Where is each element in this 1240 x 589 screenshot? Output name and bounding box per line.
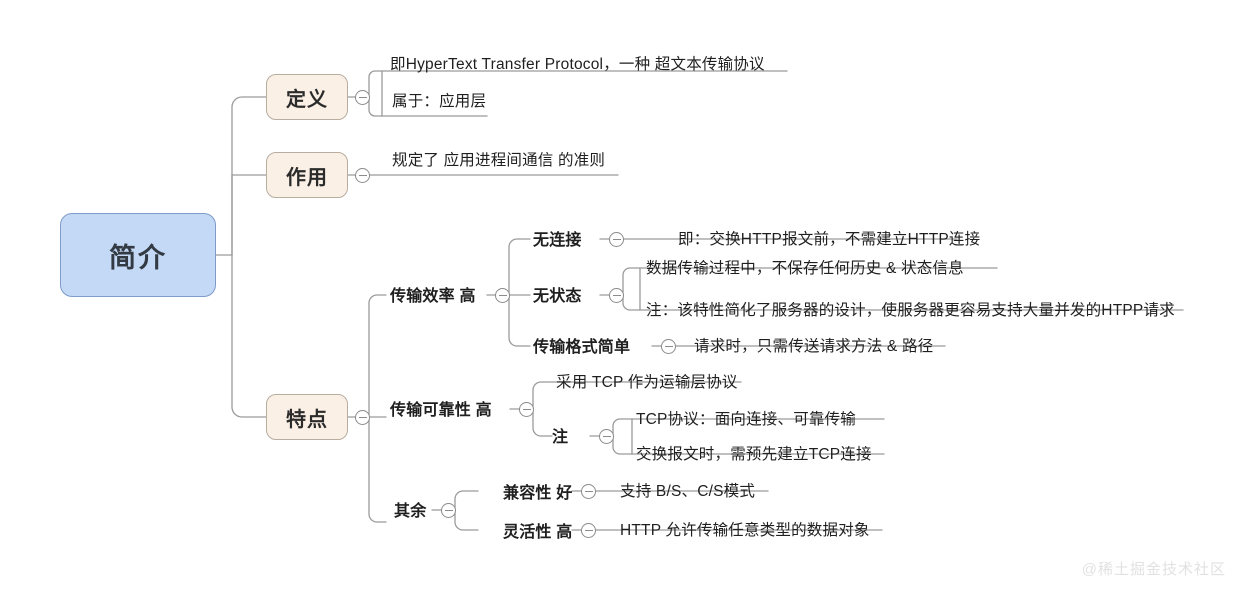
group-label-efficiency[interactable]: 传输效率 高 [390, 288, 476, 305]
branch-node-definition-label: 定义 [286, 88, 328, 111]
subnode-label-stateless[interactable]: 无状态 [533, 288, 582, 305]
branch-node-features-label: 特点 [286, 408, 328, 431]
leaf-no-connection-1[interactable]: 即：交换HTTP报文前，不需建立HTTP连接 [678, 231, 981, 248]
leaf-note-reliability-1[interactable]: TCP协议：面向连接、可靠传输 [636, 411, 857, 428]
toggle-definition[interactable] [355, 89, 370, 105]
toggle-simple-format[interactable] [661, 338, 676, 354]
toggle-features[interactable] [355, 409, 370, 425]
toggle-others[interactable] [441, 502, 456, 518]
watermark: @稀土掘金技术社区 [1081, 561, 1226, 578]
toggle-compatibility[interactable] [581, 483, 596, 499]
group-label-reliability[interactable]: 传输可靠性 高 [390, 402, 492, 419]
subnode-label-simple-format[interactable]: 传输格式简单 [533, 339, 631, 356]
branch-node-features[interactable]: 特点 [266, 394, 348, 440]
leaf-compatibility-1[interactable]: 支持 B/S、C/S模式 [620, 483, 756, 500]
toggle-reliability[interactable] [519, 401, 534, 417]
leaf-simple-format-1[interactable]: 请求时，只需传送请求方法 & 路径 [694, 338, 934, 355]
leaf-stateless-2[interactable]: 注：该特性简化了服务器的设计，使服务器更容易支持大量并发的HTPP请求 [646, 302, 1175, 319]
toggle-no-connection[interactable] [609, 231, 624, 247]
subnode-label-no-connection[interactable]: 无连接 [533, 232, 582, 249]
subnode-label-compatibility[interactable]: 兼容性 好 [503, 485, 573, 502]
root-node-label: 简介 [109, 242, 167, 273]
branch-node-definition[interactable]: 定义 [266, 74, 348, 120]
toggle-flexibility[interactable] [581, 522, 596, 538]
leaf-role-1[interactable]: 规定了 应用进程间通信 的准则 [392, 152, 606, 169]
toggle-stateless[interactable] [609, 287, 624, 303]
leaf-definition-2[interactable]: 属于：应用层 [392, 93, 487, 110]
subnode-label-note-reliability[interactable]: 注 [552, 429, 569, 446]
branch-node-role-label: 作用 [286, 166, 328, 189]
leaf-stateless-1[interactable]: 数据传输过程中，不保存任何历史 & 状态信息 [646, 260, 964, 277]
toggle-role[interactable] [355, 167, 370, 183]
toggle-efficiency[interactable] [495, 287, 510, 303]
subnode-label-flexibility[interactable]: 灵活性 高 [503, 524, 573, 541]
root-node[interactable]: 简介 [60, 213, 216, 297]
leaf-note-reliability-2[interactable]: 交换报文时，需预先建立TCP连接 [636, 446, 872, 463]
leaf-reliability-tcp[interactable]: 采用 TCP 作为运输层协议 [556, 374, 738, 391]
branch-node-role[interactable]: 作用 [266, 152, 348, 198]
leaf-flexibility-1[interactable]: HTTP 允许传输任意类型的数据对象 [620, 522, 870, 539]
group-label-others[interactable]: 其余 [394, 503, 427, 520]
toggle-note-reliability[interactable] [599, 428, 614, 444]
leaf-definition-1[interactable]: 即HyperText Transfer Protocol，一种 超文本传输协议 [390, 56, 765, 73]
